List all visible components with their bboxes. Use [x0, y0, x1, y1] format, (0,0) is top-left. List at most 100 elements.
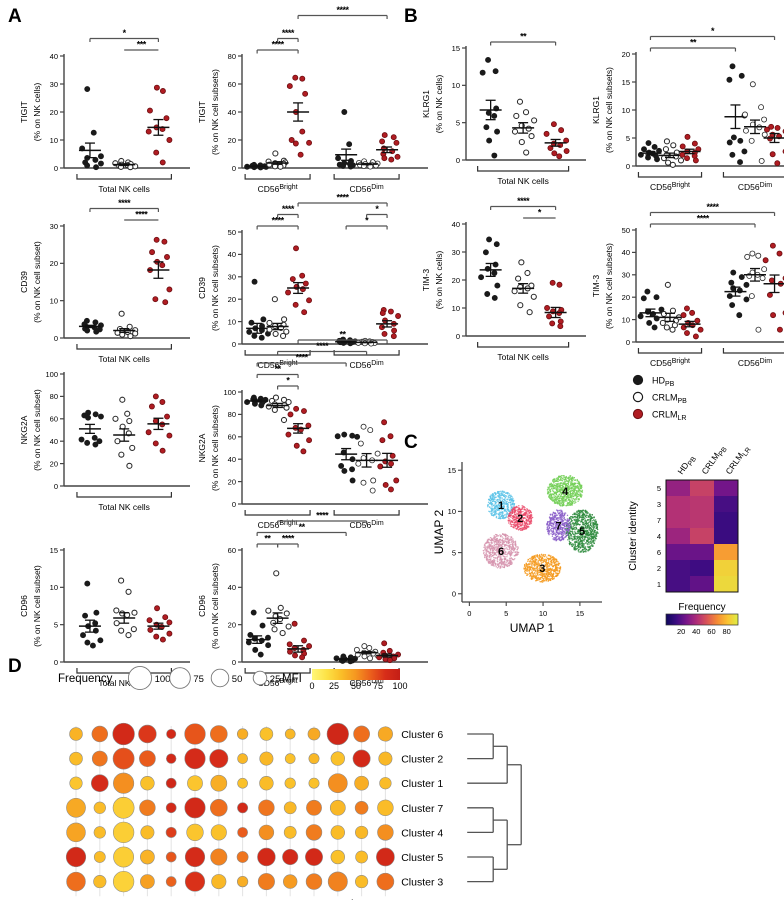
cd39-total-sig-label: ****: [135, 210, 148, 220]
umap-point: [518, 526, 521, 528]
nkg2a-subsets-point: [374, 450, 381, 457]
umap-point: [532, 575, 534, 578]
umap-point: [495, 535, 498, 538]
umap-point: [493, 544, 495, 546]
cd96-total-total-label: Total NK cells: [98, 678, 150, 688]
umap-point: [504, 553, 506, 555]
umap-point: [572, 525, 574, 528]
cd39-total-point: [153, 236, 160, 243]
tigit-subsets-tick-label: 60: [228, 80, 236, 89]
umap-point: [496, 558, 499, 560]
umap-point: [510, 499, 512, 502]
umap-point: [576, 480, 579, 482]
umap-point: [526, 516, 529, 519]
tim3-subsets-point: [776, 326, 783, 333]
umap-point: [549, 493, 552, 495]
nkg2a-subsets-point: [387, 433, 394, 440]
tigit-subsets-ylabel: TIGIT: [197, 101, 207, 123]
umap-point: [510, 503, 512, 506]
tim3-subsets-point: [743, 296, 750, 303]
umap-point: [520, 518, 523, 521]
umap-point: [552, 560, 555, 563]
umap-point: [503, 503, 505, 505]
klrg1-total-tick-label: 5: [456, 118, 460, 127]
umap-point: [542, 578, 545, 581]
cd96-subsets-sig-label: ****: [316, 511, 329, 521]
cd96-subsets-bright-bracket: CD56Bright: [244, 668, 311, 688]
umap-point: [562, 496, 565, 498]
umap-point: [580, 536, 582, 538]
umap-point: [553, 514, 556, 517]
umap-point: [503, 548, 506, 550]
umap-point: [554, 558, 557, 560]
nkg2a-subsets-point: [389, 452, 396, 459]
cd39-subsets-sig-bracket: ****: [276, 204, 299, 218]
umap-point: [505, 541, 508, 544]
klrg1-total-point: [492, 68, 499, 75]
umap-point: [530, 521, 533, 523]
umap-point: [581, 516, 583, 519]
umap-point: [508, 513, 511, 515]
nkg2a-subsets-point: [258, 402, 265, 409]
umap-point: [576, 496, 578, 499]
umap-point: [495, 541, 498, 544]
umap-point: [585, 521, 587, 523]
tim3-subsets-tick-label: 20: [622, 293, 630, 302]
cd96-total-ylabel-units: (% on NK cell subset): [32, 565, 42, 647]
umap-point: [565, 504, 567, 507]
klrg1-subsets-point: [749, 81, 756, 88]
umap-point: [525, 564, 528, 566]
tigit-subsets-point: [335, 155, 342, 162]
umap-point: [503, 543, 506, 546]
klrg1-subsets-tick-label: 0: [626, 162, 630, 171]
klrg1-subsets-point: [645, 154, 651, 161]
umap-point: [561, 505, 563, 507]
umap-point: [561, 477, 564, 480]
cd96-subsets-ylabel-units: (% on NK cell subsets): [210, 563, 220, 649]
umap-point: [499, 534, 501, 536]
umap-point: [512, 539, 514, 542]
umap-point: [490, 558, 492, 560]
umap-point: [495, 505, 498, 507]
tigit-subsets-point: [381, 132, 388, 139]
umap-point: [494, 557, 497, 559]
umap-point: [498, 508, 501, 511]
cd96-subsets-point: [251, 635, 258, 642]
umap-point: [492, 551, 494, 554]
cd96-subsets-sig-label: ****: [282, 534, 295, 544]
cd39-subsets-tick-label: 20: [228, 295, 236, 304]
umap-point: [498, 499, 500, 501]
umap-point: [526, 567, 529, 569]
cd39-total-tick-label: 0: [54, 334, 58, 343]
umap-point: [523, 568, 525, 570]
tim3-subsets-point: [748, 293, 755, 300]
umap-point: [505, 501, 508, 503]
nkg2a-total-ylabel-group: NKG2A: [19, 415, 29, 444]
umap-point: [574, 493, 577, 495]
cd96-total-ylabel-group: CD96: [19, 595, 29, 617]
tim3-subsets-bright-bracket: CD56Bright: [637, 348, 703, 368]
umap-point: [578, 541, 580, 543]
umap-point: [504, 516, 507, 519]
umap-point: [511, 512, 514, 515]
umap-point: [560, 502, 563, 505]
umap-point: [501, 552, 503, 554]
umap-point: [589, 540, 592, 543]
tigit-total-point: [145, 128, 152, 135]
cd96-subsets-point: [259, 622, 266, 629]
panel-letter-b: B: [404, 6, 418, 27]
umap-point: [561, 499, 564, 502]
umap-point: [487, 501, 490, 504]
tim3-subsets-point: [755, 326, 762, 333]
umap-point: [544, 565, 546, 567]
umap-point: [557, 495, 559, 498]
klrg1-total-ylabel-units: (% on NK cells): [434, 75, 444, 134]
umap-point: [578, 523, 581, 526]
umap-point: [527, 558, 530, 561]
cd39-subsets-point: [271, 296, 278, 303]
umap-point: [544, 558, 547, 561]
umap-point: [590, 527, 592, 529]
umap-point: [499, 502, 502, 505]
umap-point: [493, 500, 496, 503]
